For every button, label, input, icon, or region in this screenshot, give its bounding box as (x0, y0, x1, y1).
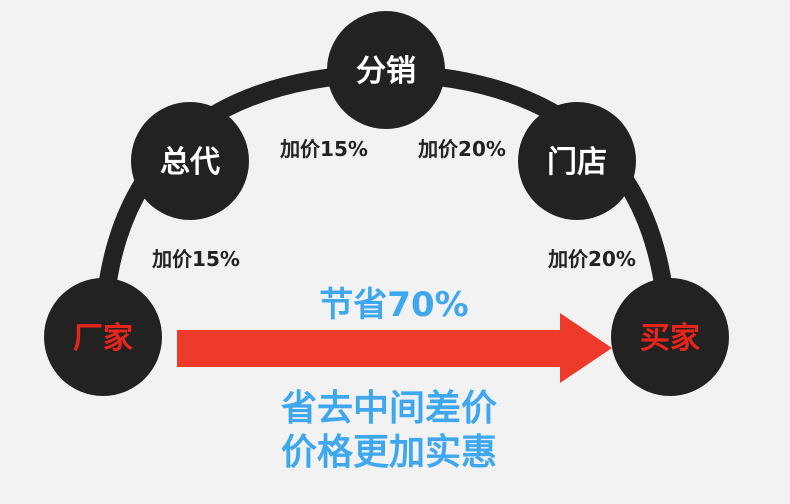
markup-factory-to-agent: 加价15% (151, 247, 240, 271)
node-distributor: 分销 (327, 11, 445, 129)
markup-store-to-buyer: 加价20% (547, 247, 636, 271)
node-general-agent: 总代 (131, 102, 249, 220)
node-store-label: 门店 (547, 145, 607, 180)
node-general-agent-label: 总代 (160, 145, 220, 180)
savings-line-2: 价格更加实惠 (281, 432, 497, 473)
markup-distributor-to-store: 加价20% (417, 137, 506, 161)
node-factory-label: 厂家 (73, 321, 133, 356)
markup-agent-to-distributor: 加价15% (279, 137, 368, 161)
direct-arrow (177, 313, 612, 383)
node-distributor-label: 分销 (356, 54, 416, 89)
node-store: 门店 (518, 102, 636, 220)
node-factory: 厂家 (44, 278, 162, 396)
node-buyer: 买家 (611, 278, 729, 396)
node-buyer-label: 买家 (640, 321, 700, 356)
savings-headline: 节省70% (319, 285, 468, 325)
savings-line-1: 省去中间差价 (281, 388, 497, 429)
